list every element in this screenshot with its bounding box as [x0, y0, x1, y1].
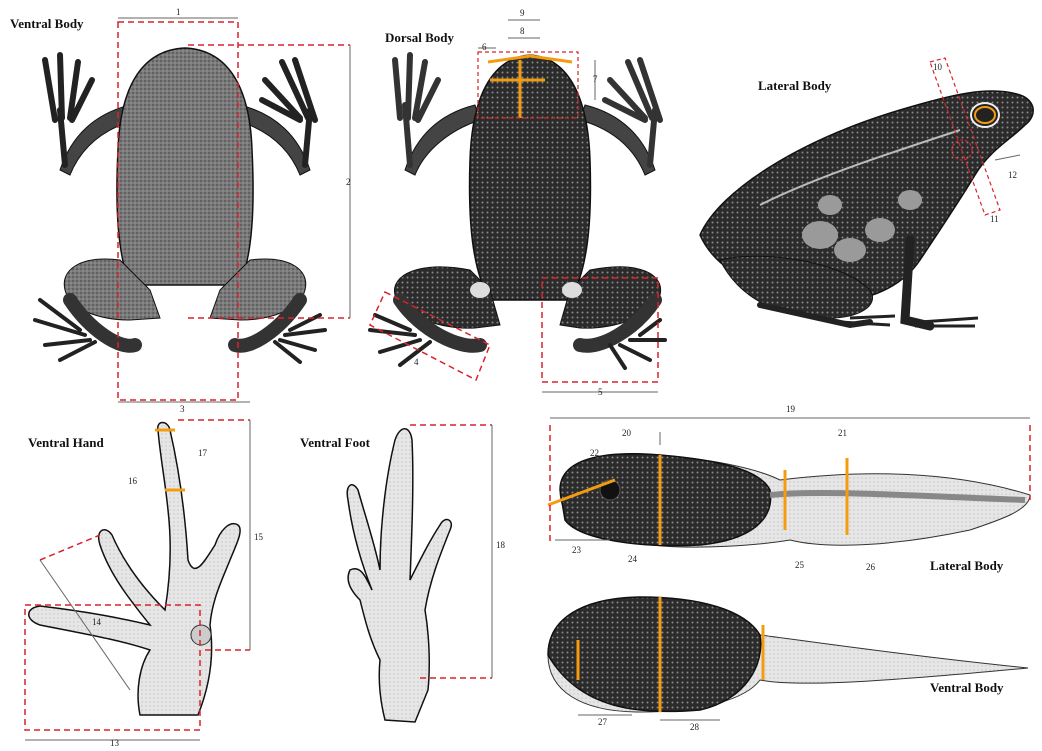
ventral-hand-title: Ventral Hand: [28, 435, 104, 451]
measure-12: 12: [1008, 170, 1017, 180]
tadpole-ventral: [548, 597, 1028, 720]
measure-16: 16: [128, 476, 138, 486]
lateral-body-title: Lateral Body: [758, 78, 831, 94]
measure-1: 1: [176, 7, 181, 17]
measure-7: 7: [593, 74, 598, 84]
measure-22: 22: [590, 448, 599, 458]
measure-15: 15: [254, 532, 264, 542]
measure-17: 17: [198, 448, 208, 458]
measure-5: 5: [598, 387, 603, 397]
measure-9: 9: [520, 8, 525, 18]
measure-23: 23: [572, 545, 582, 555]
lateral-body-frog: [700, 58, 1033, 326]
dorsal-body-frog: [370, 20, 665, 392]
ventral-foot-title: Ventral Foot: [300, 435, 370, 451]
measure-26: 26: [866, 562, 876, 572]
measure-28: 28: [690, 722, 700, 732]
measure-10: 10: [933, 62, 943, 72]
tadpole-lateral: [548, 418, 1030, 547]
dorsal-body-title: Dorsal Body: [385, 30, 454, 46]
tadpole-ventral-title: Ventral Body: [930, 680, 1004, 696]
tadpole-lateral-title: Lateral Body: [930, 558, 1003, 574]
measure-27: 27: [598, 717, 608, 727]
measure-3: 3: [180, 404, 185, 414]
measure-13: 13: [110, 738, 120, 748]
measure-2: 2: [346, 177, 351, 187]
measure-11: 11: [990, 214, 999, 224]
measure-19: 19: [786, 404, 796, 414]
ventral-body-title: Ventral Body: [10, 16, 84, 32]
ventral-body-frog: [35, 18, 350, 402]
ventral-hand: [25, 420, 250, 740]
ventral-foot: [347, 425, 492, 722]
measure-14: 14: [92, 617, 102, 627]
measure-18: 18: [496, 540, 506, 550]
measure-21: 21: [838, 428, 847, 438]
measure-24: 24: [628, 554, 638, 564]
measure-20: 20: [622, 428, 632, 438]
measure-4: 4: [414, 357, 419, 367]
measure-8: 8: [520, 26, 525, 36]
measure-25: 25: [795, 560, 805, 570]
measure-6: 6: [482, 42, 487, 52]
